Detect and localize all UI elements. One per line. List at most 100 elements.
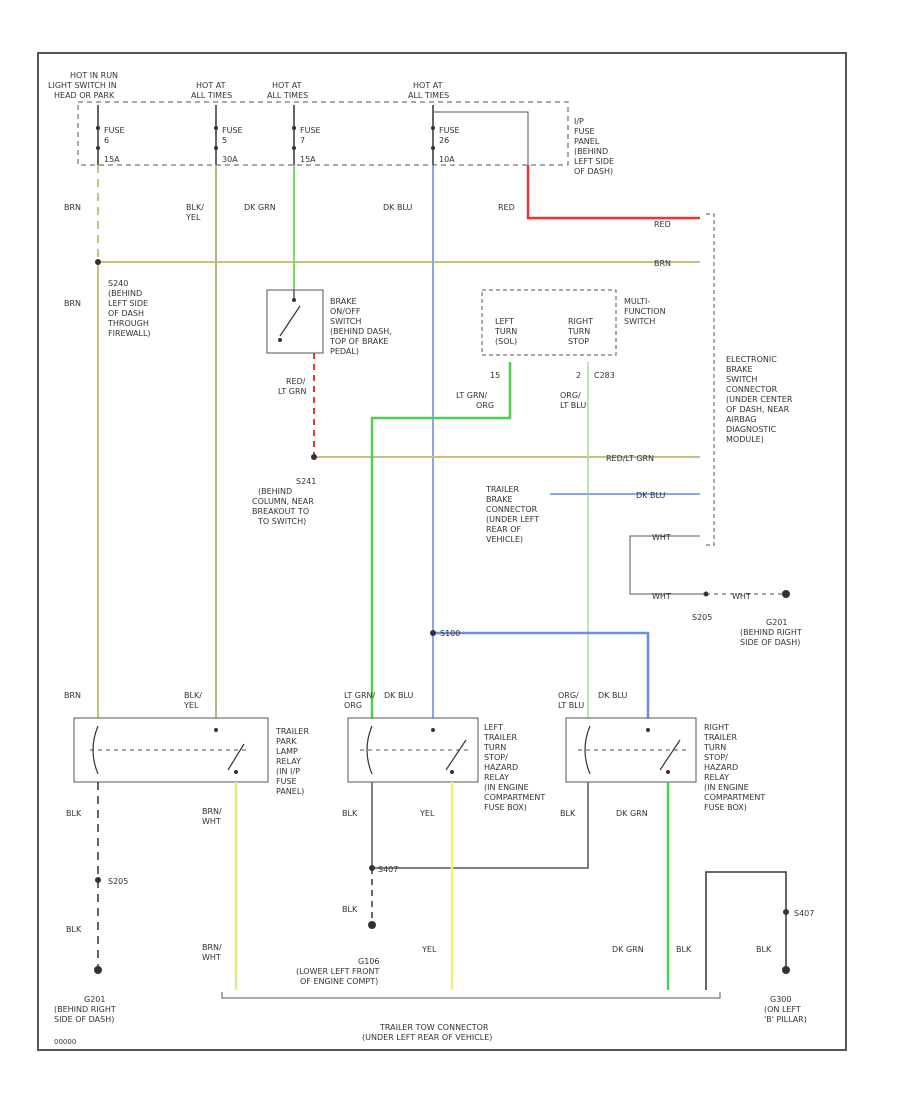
label-wht-conn: WHT xyxy=(652,533,671,542)
svg-text:STOP: STOP xyxy=(568,337,589,346)
label-yel-1: YEL xyxy=(419,809,435,818)
splice-s241 xyxy=(311,454,317,460)
label-org-lt-blu-2: LT BLU xyxy=(560,401,586,410)
svg-text:OF DASH): OF DASH) xyxy=(574,167,613,176)
brake-switch-box xyxy=(266,289,324,354)
label-dk-grn-2: DK GRN xyxy=(612,945,644,954)
svg-text:S241: S241 xyxy=(296,477,316,486)
label-brn-wht-1: BRN/ xyxy=(202,807,222,816)
svg-text:HAZARD: HAZARD xyxy=(704,763,738,772)
svg-text:FUSE: FUSE xyxy=(222,126,243,135)
svg-text:PEDAL): PEDAL) xyxy=(330,347,359,356)
left-relay-label: LEFT TRAILER TURN STOP/ HAZARD RELAY (IN… xyxy=(483,723,545,812)
splice-s205-top xyxy=(703,591,709,597)
svg-text:(SOL): (SOL) xyxy=(495,337,517,346)
label-lt-grn-org-relay: LT GRN/ xyxy=(344,691,376,700)
svg-text:RELAY: RELAY xyxy=(704,773,729,782)
label-blk-1: BLK xyxy=(66,809,82,818)
label-wht-1: WHT xyxy=(652,592,671,601)
svg-text:TRAILER: TRAILER xyxy=(483,733,517,742)
svg-text:(BEHIND: (BEHIND xyxy=(574,147,608,156)
splice-s407 xyxy=(783,909,789,915)
source-hot-at-all-times-1: HOT AT ALL TIMES xyxy=(191,81,232,100)
svg-text:(BEHIND RIGHT: (BEHIND RIGHT xyxy=(740,628,802,637)
svg-text:(IN ENGINE: (IN ENGINE xyxy=(704,783,749,792)
svg-text:ALL TIMES: ALL TIMES xyxy=(267,91,308,100)
svg-text:SIDE OF DASH): SIDE OF DASH) xyxy=(54,1015,114,1024)
label-blk-5: BLK xyxy=(66,925,82,934)
source-hot-in-run: HOT IN RUN LIGHT SWITCH IN HEAD OR PARK xyxy=(48,71,118,100)
wire-dk-blu-s100 xyxy=(433,631,650,718)
label-wht-2: WHT xyxy=(732,592,751,601)
svg-text:THROUGH: THROUGH xyxy=(107,319,149,328)
s240-label: S240 (BEHIND LEFT SIDE OF DASH THROUGH F… xyxy=(107,279,151,338)
svg-text:SWITCH: SWITCH xyxy=(726,375,757,384)
label-blk-7: BLK xyxy=(756,945,772,954)
splice-s205 xyxy=(95,877,101,883)
svg-text:TURN: TURN xyxy=(494,327,517,336)
label-org-lt-blu-relay-2: LT BLU xyxy=(558,701,584,710)
svg-text:FUSE: FUSE xyxy=(276,777,297,786)
svg-text:15A: 15A xyxy=(300,155,316,164)
g300-label: G300 (ON LEFT 'B' PILLAR) xyxy=(764,995,807,1024)
wire-red xyxy=(526,165,700,220)
svg-text:(IN I/P: (IN I/P xyxy=(276,767,300,776)
svg-text:7: 7 xyxy=(300,136,305,145)
fuse-6: FUSE 6 15A xyxy=(96,105,125,165)
svg-text:FUSE BOX): FUSE BOX) xyxy=(704,803,747,812)
wire-blk-left-relay xyxy=(371,782,589,869)
ebs-connector-outline xyxy=(706,213,715,546)
label-dk-blu-relay: DK BLU xyxy=(384,691,413,700)
svg-text:ELECTRONIC: ELECTRONIC xyxy=(726,355,777,364)
label-blk-yel-relay-2: YEL xyxy=(183,701,199,710)
svg-text:FUSE: FUSE xyxy=(300,126,321,135)
svg-text:(ON LEFT: (ON LEFT xyxy=(764,1005,801,1014)
label-s205-top: S205 xyxy=(692,613,712,622)
svg-text:PANEL: PANEL xyxy=(574,137,600,146)
label-lt-grn-org-relay-2: ORG xyxy=(344,701,362,710)
diagram-border xyxy=(37,52,847,1051)
right-turn-label: RIGHT TURN STOP xyxy=(567,317,593,346)
svg-text:TURN: TURN xyxy=(703,743,726,752)
label-c283: C283 xyxy=(594,371,615,380)
fuse-7: FUSE 7 15A xyxy=(292,105,321,165)
svg-text:OF DASH, NEAR: OF DASH, NEAR xyxy=(726,405,790,414)
svg-text:(BEHIND DASH,: (BEHIND DASH, xyxy=(330,327,392,336)
svg-text:(IN ENGINE: (IN ENGINE xyxy=(484,783,529,792)
svg-text:RELAY: RELAY xyxy=(276,757,301,766)
label-red-lt-grn-conn: RED/LT GRN xyxy=(606,454,654,463)
svg-text:G300: G300 xyxy=(770,995,791,1004)
right-relay-box xyxy=(565,717,697,783)
svg-text:TURN: TURN xyxy=(483,743,506,752)
svg-text:COMPARTMENT: COMPARTMENT xyxy=(484,793,545,802)
svg-text:LEFT: LEFT xyxy=(495,317,514,326)
svg-text:G106: G106 xyxy=(358,957,379,966)
svg-text:FUSE: FUSE xyxy=(439,126,460,135)
label-brn-conn: BRN xyxy=(654,259,671,268)
label-s100: S100 xyxy=(440,629,460,638)
svg-text:MODULE): MODULE) xyxy=(726,435,764,444)
splice-s100 xyxy=(430,630,436,636)
svg-text:RIGHT: RIGHT xyxy=(704,723,729,732)
brake-switch-label: BRAKE ON/OFF SWITCH (BEHIND DASH, TOP OF… xyxy=(329,297,392,356)
wire-blk-g300 xyxy=(705,871,787,990)
footer-code: 00000 xyxy=(54,1038,76,1046)
label-blk-6: BLK xyxy=(676,945,692,954)
label-org-lt-blu: ORG/ xyxy=(560,391,581,400)
svg-text:(BEHIND: (BEHIND xyxy=(258,487,292,496)
svg-text:TRAILER: TRAILER xyxy=(275,727,309,736)
svg-text:BREAKOUT TO: BREAKOUT TO xyxy=(252,507,309,516)
label-lt-grn-org-2: ORG xyxy=(476,401,494,410)
ground-g201-bottom xyxy=(94,966,102,974)
svg-text:FUSE: FUSE xyxy=(104,126,125,135)
g106-label: G106 (LOWER LEFT FRONT OF ENGINE COMPT) xyxy=(296,957,380,986)
svg-text:LEFT SIDE: LEFT SIDE xyxy=(574,157,614,166)
right-relay-label: RIGHT TRAILER TURN STOP/ HAZARD RELAY (I… xyxy=(703,723,765,812)
label-dk-blu-top: DK BLU xyxy=(383,203,412,212)
svg-text:G201: G201 xyxy=(766,618,787,627)
svg-text:I/P: I/P xyxy=(574,117,584,126)
label-dk-blu-relay2: DK BLU xyxy=(598,691,627,700)
svg-text:HOT AT: HOT AT xyxy=(196,81,226,90)
svg-text:RIGHT: RIGHT xyxy=(568,317,593,326)
fuse-panel-outline xyxy=(77,101,569,166)
